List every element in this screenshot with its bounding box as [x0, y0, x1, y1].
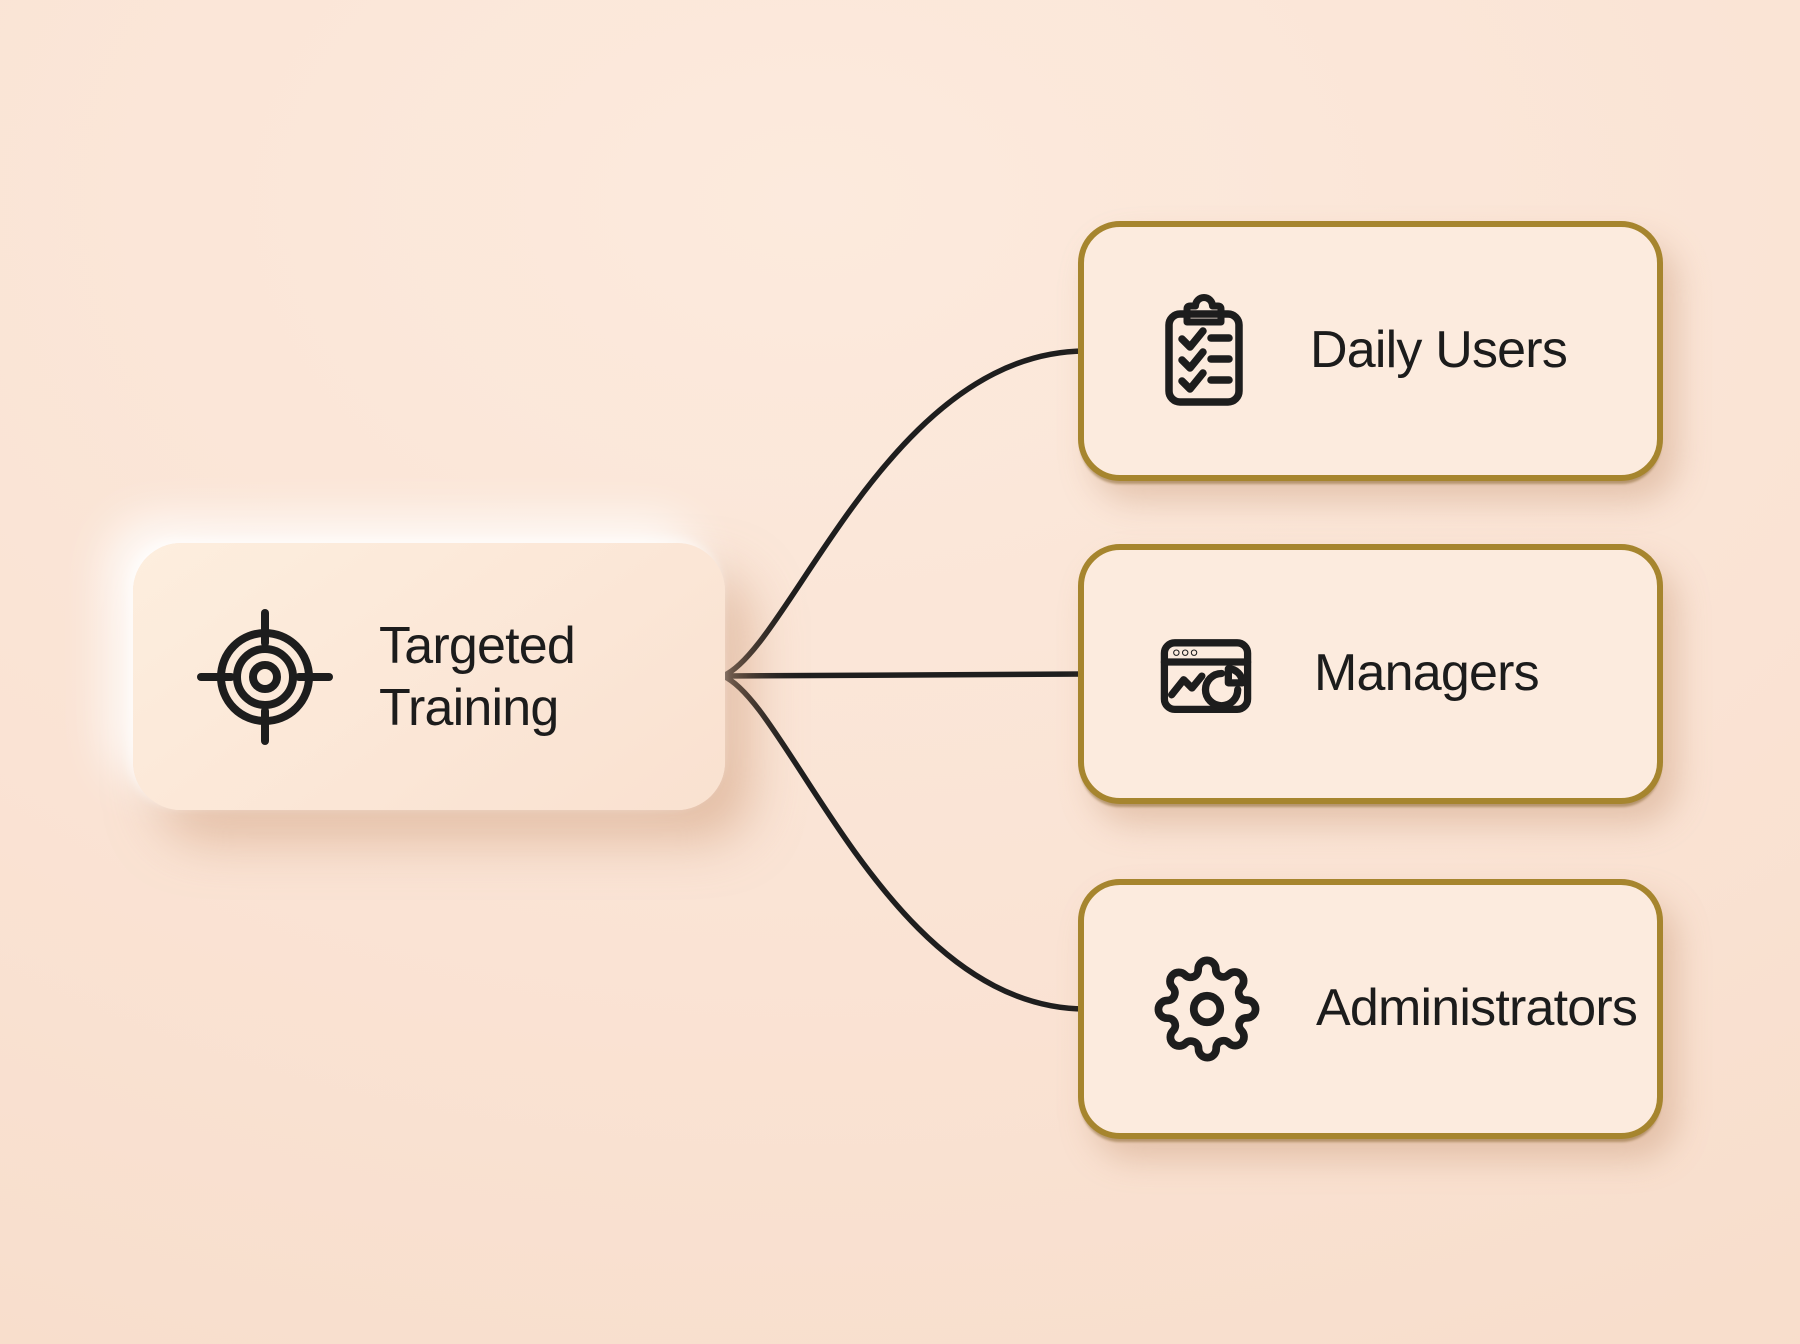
edge-root-to-administrators	[720, 673, 1088, 1012]
edge-root-to-daily-users	[720, 348, 1088, 679]
node-label-administrators: Administrators	[1316, 979, 1638, 1038]
node-label-managers: Managers	[1314, 644, 1540, 703]
gear-icon	[1154, 956, 1260, 1062]
node-administrators[interactable]: Administrators	[1078, 879, 1663, 1139]
analytics-window-icon	[1154, 622, 1258, 726]
node-label-daily-users: Daily Users	[1310, 321, 1568, 380]
node-daily-users[interactable]: Daily Users	[1078, 221, 1663, 481]
edge-root-to-managers	[720, 671, 1088, 679]
target-icon	[197, 608, 333, 745]
node-label-targeted-training: Targeted Training	[379, 616, 576, 737]
node-managers[interactable]: Managers	[1078, 544, 1663, 804]
node-targeted-training[interactable]: Targeted Training	[133, 543, 725, 810]
clipboard-checklist-icon	[1154, 292, 1254, 410]
